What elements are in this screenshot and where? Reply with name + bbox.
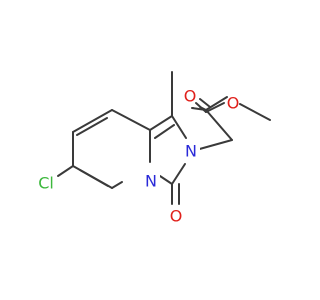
bond-c-cl (57, 165, 74, 177)
bond-c3-n4 (159, 175, 173, 185)
atom-n-ring: N (145, 172, 157, 191)
bond-c8a-c1-inner (154, 124, 175, 139)
bond-ring-1-inner (76, 117, 108, 136)
n-amide-mask (182, 140, 200, 160)
bond-ring-1 (72, 109, 113, 133)
bond-ch2-co (205, 109, 233, 141)
ester-c-o-double-a (195, 102, 207, 113)
structure-canvas: N N Cl O O O (38, 71, 271, 226)
ester-c-o-single (205, 102, 225, 113)
molecule-diagram: N N Cl O O O (38, 71, 271, 226)
atom-o-ester-carbonyl: O (184, 87, 197, 106)
atom-cl: Cl (38, 174, 54, 193)
atom-labels: N N Cl O O O (38, 87, 239, 226)
bonds (57, 71, 271, 205)
atom-n-amide: N (185, 142, 197, 161)
bond-c1-n2 (171, 115, 187, 139)
bond-c8a-c1 (149, 115, 173, 131)
bond-ring-3-inner (79, 169, 109, 187)
atom-o-ester: O (227, 94, 240, 113)
n-ring-mask (142, 170, 160, 190)
bond-n2-c3 (171, 163, 186, 185)
bond-ring-4 (111, 181, 123, 189)
atom-o-ketone: O (170, 207, 183, 226)
bond-o-ch3 (239, 103, 271, 121)
bond-n-ch2 (195, 139, 233, 151)
ester-c-o-double-b (199, 98, 211, 108)
bond-ring-6 (111, 109, 151, 131)
